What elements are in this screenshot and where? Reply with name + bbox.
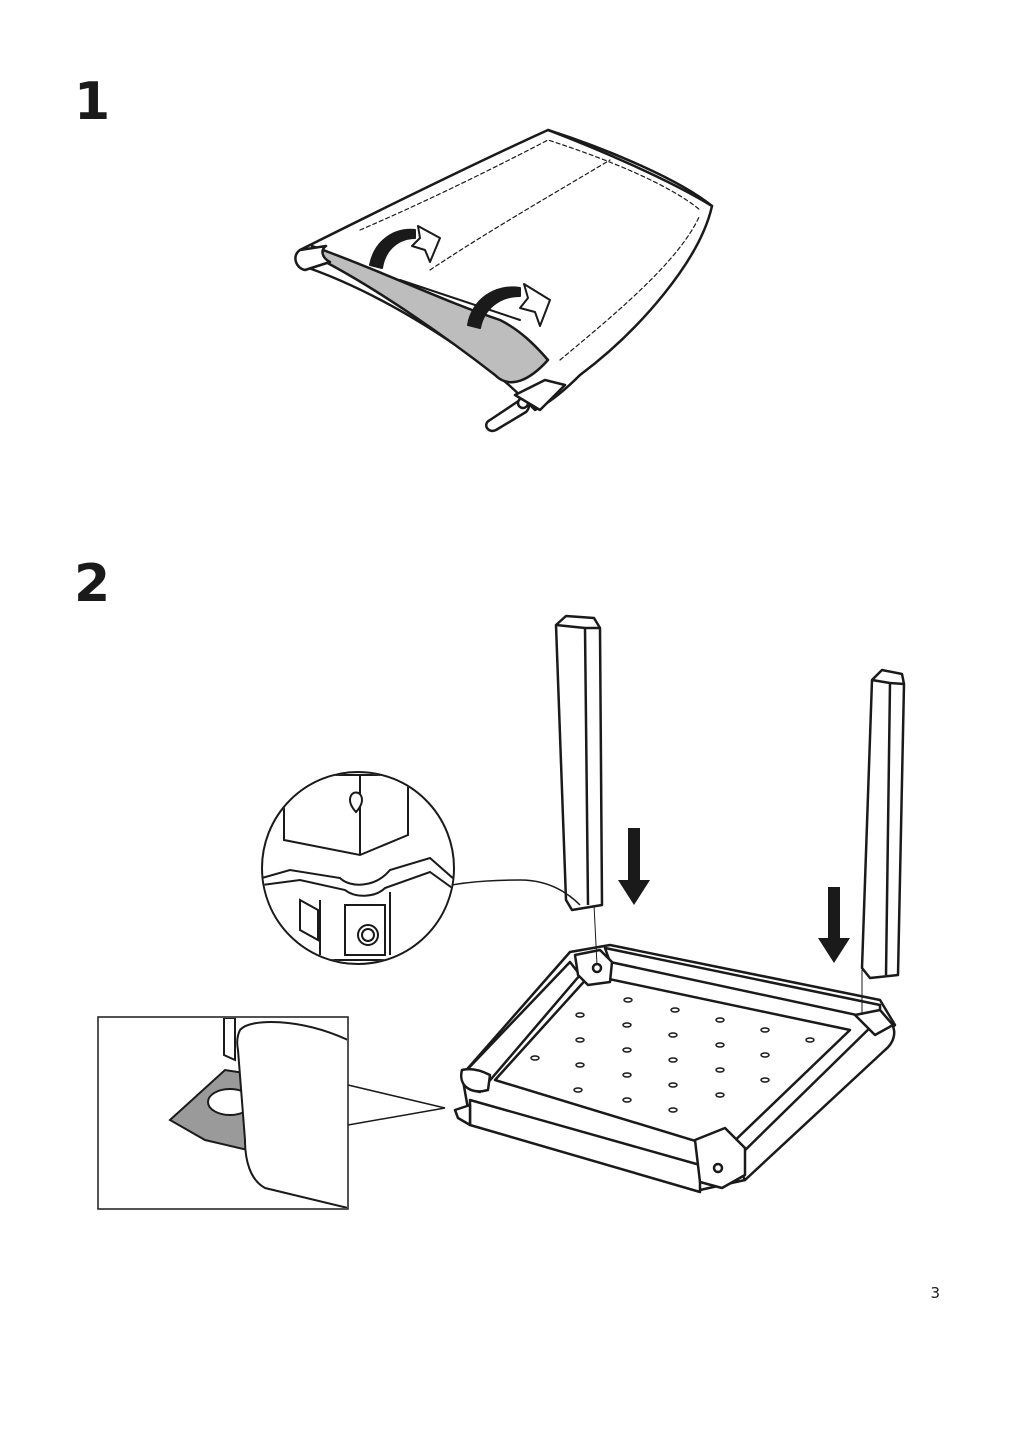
chair-leg-icon — [554, 614, 604, 912]
fabric-cover-icon — [294, 128, 714, 433]
down-arrow-icon — [618, 828, 650, 905]
guide-lines — [593, 904, 863, 1015]
page-number: 3 — [930, 1284, 940, 1302]
chair-leg-icon — [860, 668, 906, 980]
seat-holes — [530, 997, 815, 1113]
seat-frame-icon — [453, 943, 897, 1194]
detail-box-icon — [97, 1016, 446, 1210]
roll-arrow-icon — [467, 283, 551, 329]
roll-arrow-icon — [369, 225, 441, 269]
detail-circle-icon — [261, 771, 581, 965]
step-2-number: 2 — [74, 554, 111, 614]
down-arrow-icon — [818, 887, 850, 963]
step-1-number: 1 — [74, 72, 111, 132]
